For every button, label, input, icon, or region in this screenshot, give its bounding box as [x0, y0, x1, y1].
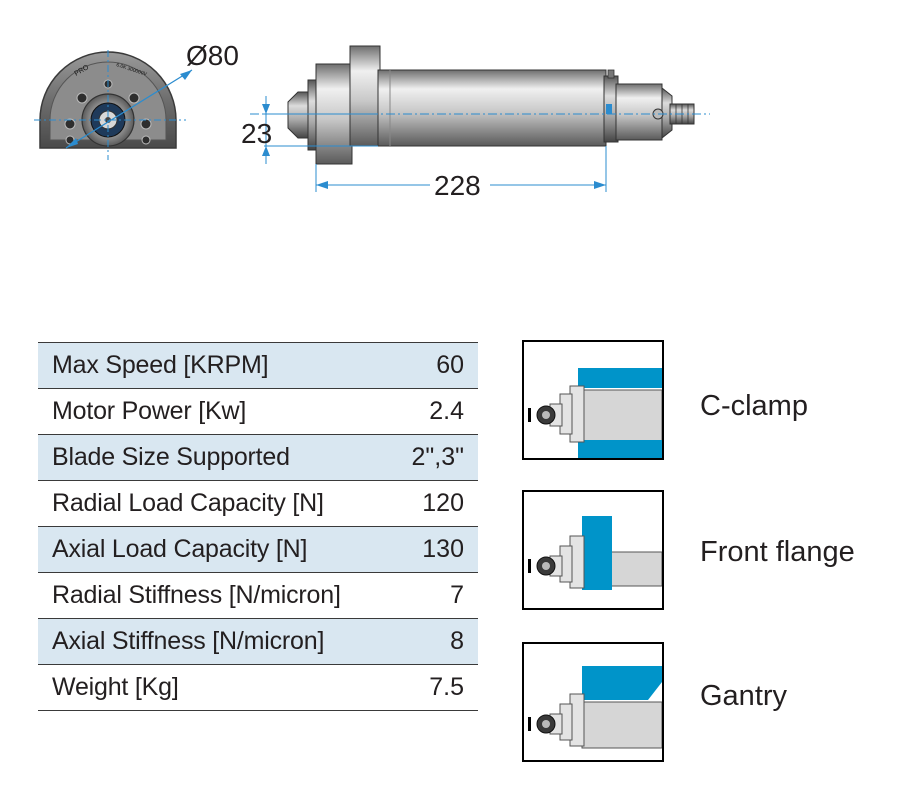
gantry-icon [528, 666, 662, 749]
gantry-label: Gantry [700, 680, 788, 712]
length-dimension-label: 228 [434, 170, 481, 201]
c-clamp-label: C-clamp [700, 390, 808, 422]
table-row: Axial Load Capacity [N] 130 [38, 527, 478, 573]
spec-value: 130 [422, 535, 464, 563]
spec-name: Axial Stiffness [N/micron] [52, 627, 325, 655]
diameter-dimension-label: Ø80 [186, 40, 239, 71]
spec-value: 2",3" [411, 443, 464, 471]
c-clamp-mount-diagram [522, 340, 664, 460]
table-row: Radial Stiffness [N/micron] 7 [38, 573, 478, 619]
table-row: Axial Stiffness [N/micron] 8 [38, 619, 478, 665]
spec-value: 60 [436, 351, 464, 379]
front-flange-label: Front flange [700, 536, 855, 568]
spec-name: Max Speed [KRPM] [52, 351, 269, 379]
spec-name: Axial Load Capacity [N] [52, 535, 308, 563]
spec-name: Radial Load Capacity [N] [52, 489, 324, 517]
spec-value: 2.4 [429, 397, 464, 425]
height-dimension-label: 23 [241, 118, 273, 149]
spec-name: Weight [Kg] [52, 673, 179, 701]
spec-value: 8 [450, 627, 464, 655]
spindle-end-view-drawing: PRO 6.0K 300000V [34, 50, 193, 160]
spindle-side-view-drawing [250, 45, 710, 192]
spec-name: Blade Size Supported [52, 443, 290, 471]
c-clamp-icon [528, 368, 662, 458]
table-row: Blade Size Supported 2",3" [38, 435, 478, 481]
front-flange-mount-diagram [522, 490, 664, 610]
spec-name: Radial Stiffness [N/micron] [52, 581, 341, 609]
spec-value: 120 [422, 489, 464, 517]
spec-value: 7.5 [429, 673, 464, 701]
front-flange-icon [528, 516, 662, 590]
table-row: Max Speed [KRPM] 60 [38, 343, 478, 389]
specification-table: Max Speed [KRPM] 60 Motor Power [Kw] 2.4… [38, 342, 478, 711]
table-row: Motor Power [Kw] 2.4 [38, 389, 478, 435]
gantry-mount-diagram [522, 642, 664, 762]
table-row: Radial Load Capacity [N] 120 [38, 481, 478, 527]
spec-name: Motor Power [Kw] [52, 397, 247, 425]
table-row: Weight [Kg] 7.5 [38, 665, 478, 711]
spec-value: 7 [450, 581, 464, 609]
